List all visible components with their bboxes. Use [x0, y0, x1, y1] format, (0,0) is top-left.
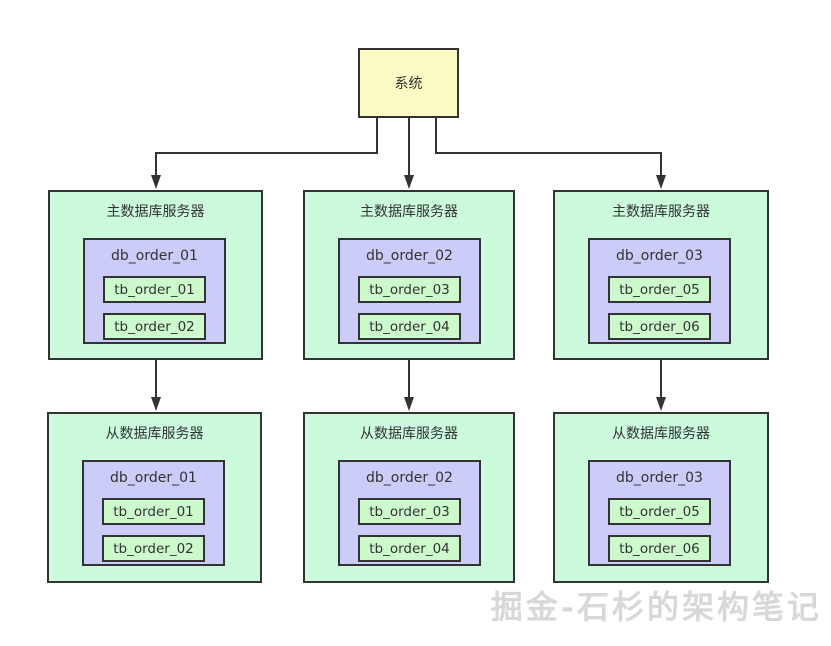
table-box: tb_order_03	[358, 276, 461, 303]
table-box: tb_order_04	[358, 535, 461, 562]
table-box: tb_order_01	[103, 276, 206, 303]
table-box: tb_order_04	[358, 313, 461, 340]
db-name: db_order_02	[366, 470, 453, 486]
arrowhead-icon	[151, 397, 161, 411]
master-server-1: 主数据库服务器 db_order_01 tb_order_01 tb_order…	[48, 190, 263, 360]
server-title: 从数据库服务器	[612, 426, 710, 442]
table-box: tb_order_06	[608, 535, 711, 562]
arrowhead-icon	[151, 175, 161, 189]
server-title: 从数据库服务器	[105, 426, 204, 442]
server-title: 主数据库服务器	[612, 204, 710, 220]
arrowhead-icon	[404, 397, 414, 411]
slave-server-1: 从数据库服务器 db_order_01 tb_order_01 tb_order…	[47, 412, 262, 583]
arrowhead-icon	[656, 175, 666, 189]
arrowhead-icon	[404, 175, 414, 189]
db-name: db_order_02	[366, 248, 453, 264]
db-box: db_order_02 tb_order_03 tb_order_04	[338, 460, 481, 566]
connector-system-to-master-1	[155, 117, 378, 176]
db-box: db_order_03 tb_order_05 tb_order_06	[588, 238, 731, 344]
db-name: db_order_01	[110, 470, 197, 486]
master-server-3: 主数据库服务器 db_order_03 tb_order_05 tb_order…	[553, 190, 769, 360]
connector-system-to-master-3	[435, 117, 662, 176]
db-name: db_order_03	[616, 248, 703, 264]
table-box: tb_order_02	[103, 313, 206, 340]
db-name: db_order_01	[111, 248, 198, 264]
db-box: db_order_01 tb_order_01 tb_order_02	[83, 238, 226, 344]
table-box: tb_order_02	[102, 535, 205, 562]
db-box: db_order_02 tb_order_03 tb_order_04	[338, 238, 481, 344]
db-name: db_order_03	[616, 470, 703, 486]
table-box: tb_order_05	[608, 276, 711, 303]
table-box: tb_order_03	[358, 498, 461, 525]
db-box: db_order_03 tb_order_05 tb_order_06	[588, 460, 731, 566]
server-title: 主数据库服务器	[106, 204, 205, 220]
slave-server-3: 从数据库服务器 db_order_03 tb_order_05 tb_order…	[553, 412, 769, 583]
table-box: tb_order_01	[102, 498, 205, 525]
watermark: 掘金-石杉的架构笔记	[490, 588, 822, 626]
slave-server-2: 从数据库服务器 db_order_02 tb_order_03 tb_order…	[303, 412, 515, 583]
system-label: 系统	[394, 76, 423, 92]
server-title: 主数据库服务器	[360, 204, 458, 220]
db-box: db_order_01 tb_order_01 tb_order_02	[82, 460, 225, 566]
table-box: tb_order_05	[608, 498, 711, 525]
table-box: tb_order_06	[608, 313, 711, 340]
system-box: 系统	[358, 48, 459, 118]
master-server-2: 主数据库服务器 db_order_02 tb_order_03 tb_order…	[303, 190, 515, 360]
server-title: 从数据库服务器	[360, 426, 458, 442]
arrowhead-icon	[656, 397, 666, 411]
